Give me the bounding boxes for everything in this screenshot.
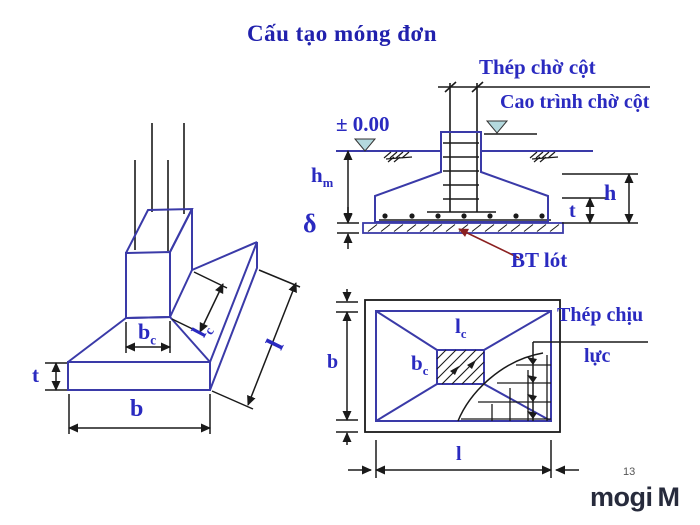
label-bc-iso-sub: c [150,332,157,348]
watermark-suffix: M [657,482,681,512]
plan-drawing [336,289,648,478]
level-marker-icon [353,138,377,152]
section-drawing [336,81,650,259]
plan-reveal-arc [457,352,544,422]
plan-column-hatch-arrows [450,360,476,375]
label-lc-plan-main: l [455,314,461,338]
section-footing-outline [374,131,549,223]
label-delta: δ [303,209,317,238]
section-rebar-dots [382,213,545,219]
plan-dimensions [336,289,579,478]
label-t-section: t [569,200,576,222]
label-lc-plan: lc [455,314,466,341]
watermark-text: mogi [590,482,653,512]
label-level-0: ± 0.00 [336,112,390,136]
label-luc: lực [584,345,611,367]
plan-outer-rect [364,299,561,433]
column-level-marker-icon [485,120,509,134]
label-hm: hm [311,163,333,190]
label-b-plan: b [327,351,339,373]
plan-footing-outline [375,310,552,422]
ground-hatch [383,151,559,163]
iso-dimensions [45,269,301,434]
section-dimensions [337,150,638,249]
plan-rebar-grid [461,355,551,421]
label-bt-lot: BT lót [511,248,568,272]
label-bc-iso: bc [138,319,156,347]
label-b-iso: b [130,396,144,422]
page-title: Cấu tạo móng đơn [247,21,438,46]
label-l-plan: l [456,443,462,465]
section-rebar [379,81,650,221]
label-bc-iso-main: b [138,319,151,344]
label-cao-trinh-cho-cot: Cao trình chờ cột [500,91,650,113]
iso-rebar-lines [134,123,185,251]
label-t-iso: t [32,363,39,387]
label-bc-plan-sub: c [422,364,429,379]
label-bc-plan-main: b [411,351,423,375]
iso-foundation-drawing [45,123,301,434]
label-bc-plan: bc [411,351,428,378]
label-thep-cho-cot: Thép chờ cột [479,55,596,79]
label-hm-sub: m [322,176,334,191]
plan-column-hatch [436,349,485,385]
page-number: 13 [623,466,636,478]
label-lc-plan-sub: c [460,327,467,342]
label-thep-chiu: Thép chịu [557,304,644,326]
iso-concrete-outline [67,207,258,391]
lining-callout-arrow [458,228,520,259]
plan-rebar-leader-arrows [527,357,537,419]
label-hm-main: h [311,163,323,187]
label-h-section: h [604,180,617,205]
